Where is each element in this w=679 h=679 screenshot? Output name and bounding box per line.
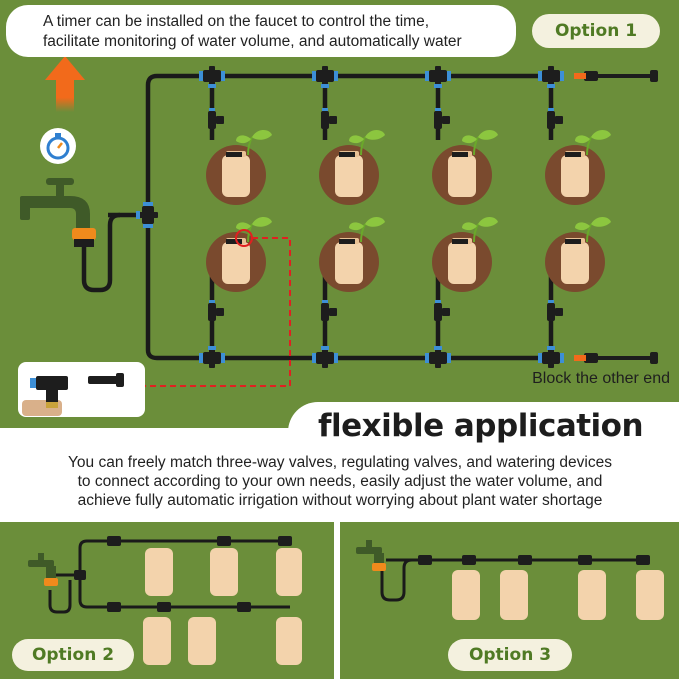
section-description: You can freely match three-way valves, r…: [10, 453, 670, 510]
timer-callout-line: A timer can be installed on the faucet t…: [43, 13, 429, 30]
title-tab: [288, 402, 679, 462]
option2-label: Option 2: [12, 639, 134, 671]
block-end-note: Block the other end: [532, 370, 670, 387]
faucet-icon: [28, 553, 58, 586]
option3-diagram: [356, 540, 664, 620]
option1-plants: [206, 129, 612, 292]
description-line: You can freely match three-way valves, r…: [68, 454, 612, 471]
timer-callout-text: A timer can be installed on the faucet t…: [43, 12, 513, 52]
section-title: flexible application: [318, 408, 644, 444]
timer-callout: A timer can be installed on the faucet t…: [6, 5, 516, 57]
plant-pot: [545, 129, 612, 205]
option1-label: Option 1: [532, 14, 660, 48]
option1-connectors: [136, 66, 564, 368]
plant-pot: [206, 216, 273, 292]
timer-callout-line: facilitate monitoring of water volume, a…: [43, 33, 462, 50]
highlight-callout: [145, 229, 291, 387]
stopwatch-icon: [40, 128, 76, 164]
description-line: achieve fully automatic irrigation witho…: [77, 492, 603, 509]
faucet-icon: [20, 178, 96, 247]
connector-inset-photo: [18, 362, 145, 417]
option3-label: Option 3: [448, 639, 572, 671]
end-plug-icon: [574, 70, 658, 364]
description-line: to connect according to your own needs, …: [77, 473, 603, 490]
plant-pot: [206, 129, 273, 205]
option2-diagram: [28, 536, 302, 665]
faucet-icon: [356, 540, 386, 571]
plant-pot: [319, 129, 386, 205]
up-arrow-icon: [45, 56, 85, 112]
plant-pot: [432, 216, 499, 292]
plant-pot: [319, 216, 386, 292]
plant-pot: [545, 216, 612, 292]
plant-pot: [432, 129, 499, 205]
